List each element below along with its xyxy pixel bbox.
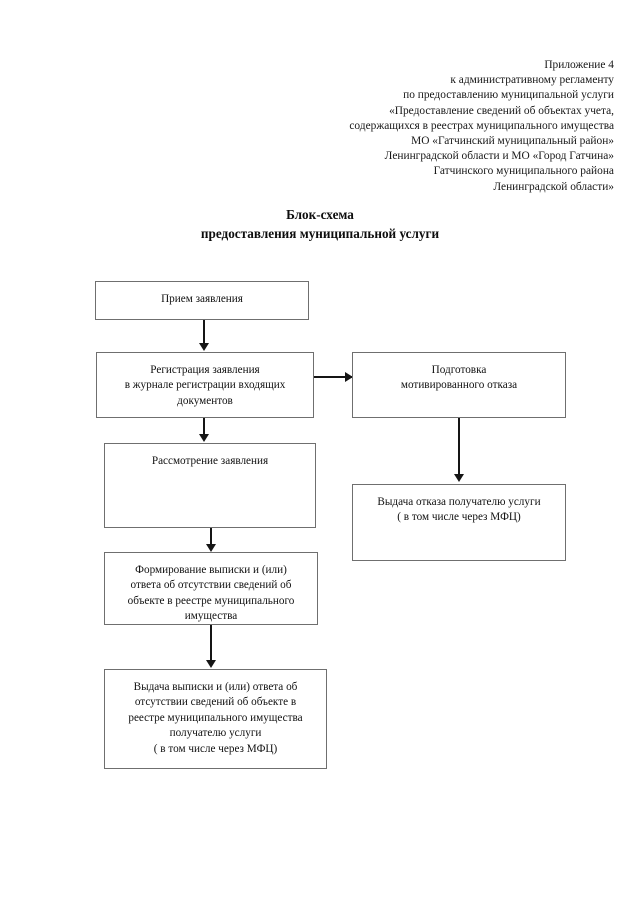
page-title-line-1: Блок-схема bbox=[286, 207, 354, 222]
connector-formirovanie-to-vydacha-vypiski bbox=[210, 625, 212, 663]
flow-node-podgotovka-otkaza-line-1: Подготовка bbox=[431, 364, 487, 376]
connector-registraciya-to-podgotovka bbox=[314, 376, 352, 378]
flow-node-vydacha-vypiski-line-3: реестре муниципального имущества bbox=[128, 711, 303, 724]
flow-node-formirovanie-line-3: объекте в реестре муниципального bbox=[127, 594, 295, 607]
arrow-down-icon bbox=[454, 474, 464, 482]
flow-node-registraciya-line-1: Регистрация заявления bbox=[150, 364, 260, 376]
flow-node-vydacha-vypiski-line-5: ( в том числе через МФЦ) bbox=[153, 742, 278, 755]
flow-node-vydacha-otkaza: Выдача отказа получателю услуги ( в том … bbox=[352, 484, 566, 561]
connector-podgotovka-to-vydacha-otkaza bbox=[458, 418, 460, 476]
flow-node-rassmotrenie: Рассмотрение заявления bbox=[104, 443, 316, 528]
flow-node-vydacha-vypiski: Выдача выписки и (или) ответа об отсутст… bbox=[104, 669, 327, 769]
arrow-down-icon bbox=[199, 343, 209, 351]
flow-node-registraciya-line-2: в журнале регистрации входящих bbox=[124, 379, 286, 392]
flow-node-priem-line-1: Прием заявления bbox=[161, 293, 243, 305]
arrow-right-icon bbox=[345, 372, 353, 382]
flow-node-vydacha-vypiski-line-1: Выдача выписки и (или) ответа об bbox=[133, 681, 298, 693]
header-line-8: Гатчинского муниципального района bbox=[433, 165, 614, 178]
header-line-4: «Предоставление сведений об объектах уче… bbox=[389, 104, 614, 117]
flow-node-vydacha-vypiski-line-4: получателю услуги bbox=[169, 727, 262, 740]
flow-node-vydacha-otkaza-line-1: Выдача отказа получателю услуги bbox=[377, 496, 541, 508]
connector-rassmotrenie-to-formirovanie bbox=[210, 528, 212, 548]
flow-node-formirovanie-line-2: ответа об отсутствии сведений об bbox=[130, 579, 292, 592]
header-line-1: Приложение 4 bbox=[544, 59, 614, 71]
appendix-header: Приложение 4 к административному регламе… bbox=[214, 58, 614, 195]
flow-node-rassmotrenie-line-1: Рассмотрение заявления bbox=[151, 455, 269, 467]
header-line-7: Ленинградской области и МО «Город Гатчин… bbox=[384, 150, 614, 163]
arrow-down-icon bbox=[206, 660, 216, 668]
arrow-down-icon bbox=[199, 434, 209, 442]
flow-node-vydacha-otkaza-line-2: ( в том числе через МФЦ) bbox=[397, 511, 521, 524]
flow-node-formirovanie-line-4: имущества bbox=[184, 610, 238, 623]
flow-node-vydacha-vypiski-line-2: отсутствии сведений об объекте в bbox=[134, 696, 297, 709]
flow-node-priem: Прием заявления bbox=[95, 281, 309, 320]
flow-node-podgotovka-otkaza-line-2: мотивированного отказа bbox=[400, 379, 518, 392]
header-line-3: по предоставлению муниципальной услуги bbox=[403, 89, 614, 102]
flow-node-registraciya-line-3: документов bbox=[177, 394, 233, 407]
page-title-line-2: предоставления муниципальной услуги bbox=[200, 226, 440, 241]
flow-node-formirovanie-line-1: Формирование выписки и (или) bbox=[135, 564, 287, 576]
connector-priem-to-registraciya bbox=[203, 320, 205, 345]
flow-node-formirovanie: Формирование выписки и (или) ответа об о… bbox=[104, 552, 318, 625]
flow-node-podgotovka-otkaza: Подготовка мотивированного отказа bbox=[352, 352, 566, 418]
header-line-9: Ленинградской области» bbox=[493, 180, 614, 193]
header-line-2: к административному регламенту bbox=[450, 74, 614, 87]
header-line-5: содержащихся в реестрах муниципального и… bbox=[349, 119, 614, 132]
flow-node-registraciya: Регистрация заявления в журнале регистра… bbox=[96, 352, 314, 418]
connector-registraciya-to-rassmotrenie bbox=[203, 418, 205, 436]
page-title: Блок-схема предоставления муниципальной … bbox=[0, 205, 640, 243]
header-line-6: МО «Гатчинский муниципальный район» bbox=[411, 135, 614, 148]
arrow-down-icon bbox=[206, 544, 216, 552]
